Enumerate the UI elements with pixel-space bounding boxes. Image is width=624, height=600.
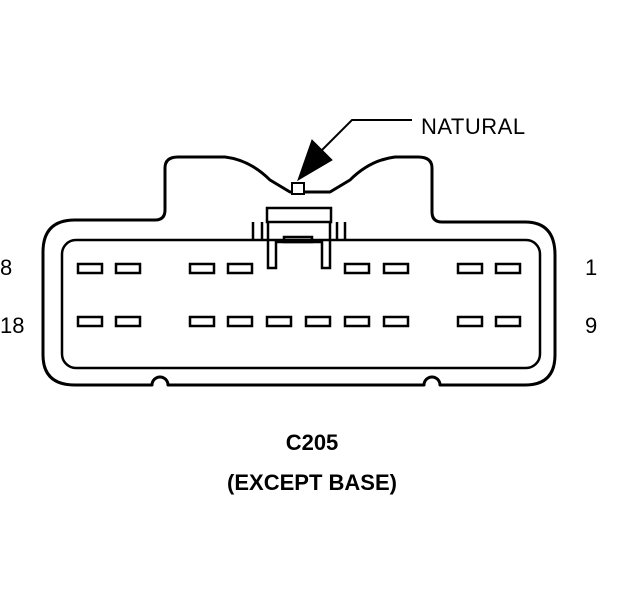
pin-label-top-left: 8 — [0, 255, 13, 280]
callout-leader-line — [321, 119, 412, 151]
terminal-cavity — [382, 315, 410, 328]
pin-label-bottom-left: 18 — [0, 313, 25, 338]
callout-arrowhead — [297, 139, 333, 182]
key-post — [291, 182, 305, 195]
terminal-cavity — [343, 315, 371, 328]
terminal-cavity — [456, 315, 484, 328]
terminal-cavities — [76, 262, 522, 328]
terminal-cavity — [494, 315, 522, 328]
terminal-cavity — [343, 262, 371, 275]
connector-housing-outline — [41, 155, 557, 387]
terminal-cavity — [188, 262, 216, 275]
terminal-cavity — [265, 315, 293, 328]
terminal-cavity — [76, 315, 104, 328]
connector-id-caption: C205 — [285, 430, 339, 455]
locking-latch — [251, 206, 347, 270]
terminal-cavity — [456, 262, 484, 275]
pin-label-bottom-right: 9 — [585, 313, 598, 338]
terminal-cavity — [304, 315, 332, 328]
terminal-cavity — [226, 262, 254, 275]
pin-label-top-right: 1 — [585, 255, 598, 280]
connector-inner-cavity — [60, 238, 542, 370]
terminal-cavity — [494, 262, 522, 275]
terminal-cavity — [76, 262, 104, 275]
terminal-cavity — [114, 315, 142, 328]
terminal-cavity — [226, 315, 254, 328]
terminal-cavity — [114, 262, 142, 275]
terminal-cavity — [382, 262, 410, 275]
wire-color-callout: NATURAL — [421, 114, 526, 139]
terminal-cavity — [188, 315, 216, 328]
connector-variant-caption: (EXCEPT BASE) — [227, 470, 397, 495]
